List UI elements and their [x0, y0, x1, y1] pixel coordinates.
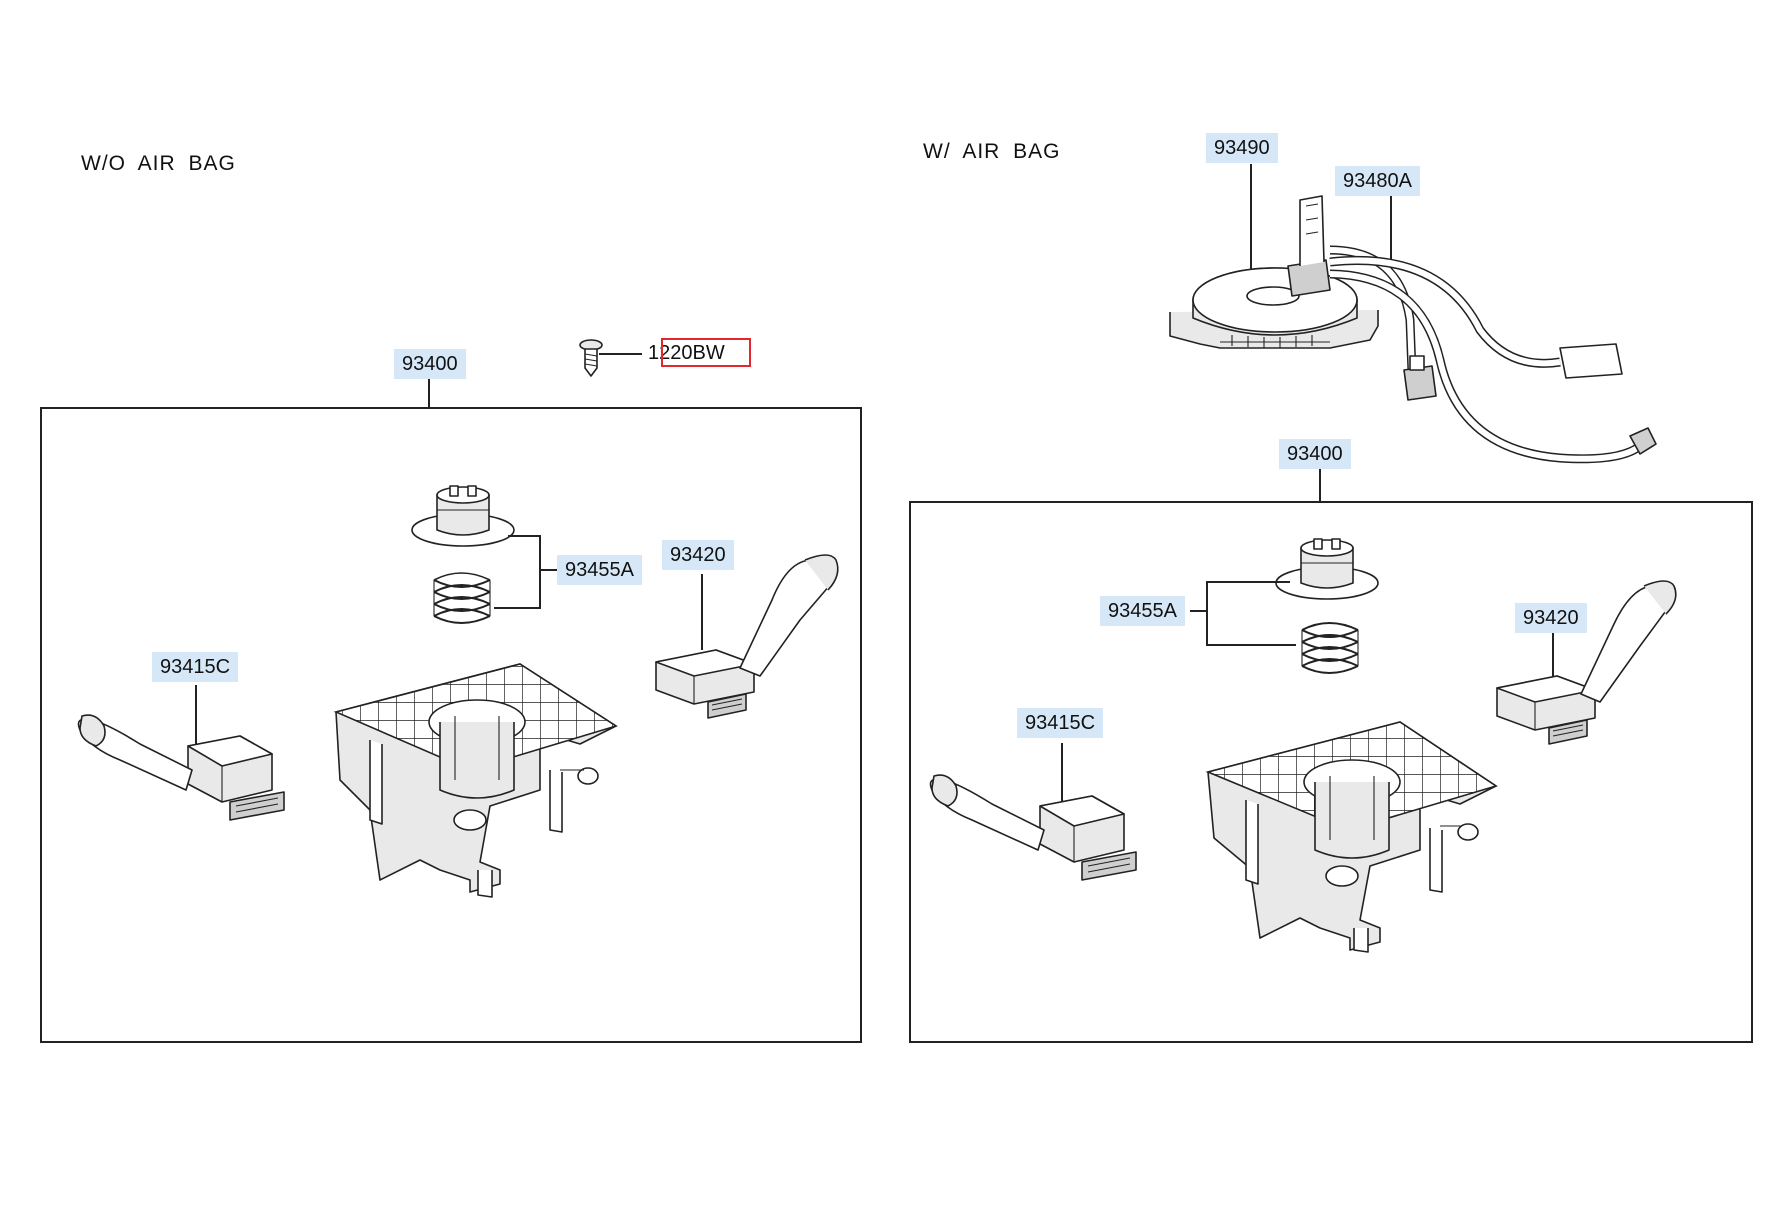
left-wiper-switch-93420[interactable] [655, 554, 839, 719]
left-assembly-frame [40, 407, 862, 1043]
part-label-93415C-left[interactable]: 93415C [152, 652, 239, 682]
right-spring-93455A[interactable] [1301, 622, 1359, 674]
right-bushing-93455A[interactable] [1275, 538, 1379, 600]
part-label-93480A[interactable]: 93480A [1335, 166, 1420, 196]
left-switch-body-93400[interactable] [333, 663, 618, 898]
part-label-1220BW[interactable]: 1220BW [648, 342, 725, 364]
left-spring-93455A[interactable] [433, 572, 491, 624]
part-label-93415C-right[interactable]: 93415C [1017, 708, 1104, 738]
wiring-harness-93480A[interactable] [1329, 245, 1657, 464]
part-label-93420-left[interactable]: 93420 [662, 540, 734, 570]
screw-1220BW[interactable] [579, 339, 642, 377]
section-title-without-airbag: W/O AIR BAG [81, 152, 236, 175]
right-wiper-switch-93420[interactable] [1496, 580, 1677, 745]
part-label-93420-right[interactable]: 93420 [1515, 603, 1587, 633]
part-label-93455A-right[interactable]: 93455A [1100, 596, 1185, 626]
section-title-with-airbag: W/ AIR BAG [923, 140, 1061, 163]
right-assembly-frame [909, 501, 1753, 1043]
part-label-93400-right[interactable]: 93400 [1279, 439, 1351, 469]
part-label-93400-left[interactable]: 93400 [394, 349, 466, 379]
left-light-switch-93415C[interactable] [77, 714, 285, 821]
part-label-93490[interactable]: 93490 [1206, 133, 1278, 163]
clock-spring-93490[interactable] [1169, 195, 1379, 349]
part-label-93455A-left[interactable]: 93455A [557, 555, 642, 585]
left-bushing-93455A[interactable] [411, 485, 515, 547]
right-light-switch-93415C[interactable] [929, 774, 1137, 881]
right-switch-body-93400[interactable] [1205, 721, 1498, 953]
